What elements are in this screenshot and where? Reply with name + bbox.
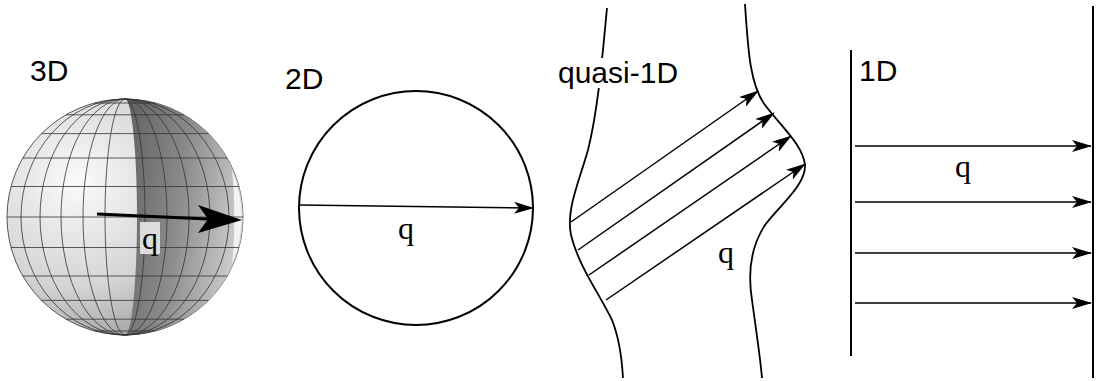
- parallel: [42, 300, 209, 301]
- dimension-label: 2D: [285, 64, 323, 94]
- sphere-body: [7, 99, 243, 335]
- parallel: [11, 247, 239, 248]
- vector-arrow: [97, 214, 208, 219]
- vector-label: q: [718, 236, 734, 268]
- sphere: [7, 99, 243, 335]
- sphere-grid: [7, 99, 243, 335]
- vector-arrow: [571, 91, 758, 222]
- vector-arrow: [589, 136, 791, 275]
- arrowhead: [198, 205, 242, 233]
- vector-arrow: [855, 302, 1091, 304]
- vector-label: q: [955, 150, 971, 182]
- vector-label: q: [398, 212, 414, 244]
- parallel: [11, 186, 239, 187]
- dimension-label: 1D: [859, 56, 897, 86]
- circle: [299, 91, 533, 325]
- parallel: [42, 133, 209, 134]
- dimension-label: 3D: [30, 56, 68, 86]
- vector-arrow: [606, 164, 805, 300]
- vector-arrow: [299, 205, 533, 208]
- vector-label: q: [140, 222, 160, 254]
- parallel: [95, 103, 156, 104]
- boundary-line: [850, 50, 852, 356]
- vector-arrow: [855, 252, 1091, 254]
- parallel: [95, 331, 156, 332]
- parallel: [66, 114, 184, 115]
- boundary-curve: [745, 4, 805, 378]
- vector-arrow: [855, 145, 1091, 147]
- circle-figure: [299, 91, 533, 325]
- one-d-figure: [851, 6, 1093, 378]
- vector-arrow: [855, 201, 1091, 203]
- dimension-label: quasi-1D: [556, 58, 680, 88]
- boundary-line: [1092, 6, 1094, 378]
- vector-arrow: [578, 113, 774, 250]
- parallel: [23, 158, 227, 159]
- parallel: [23, 276, 227, 277]
- parallel: [66, 319, 184, 320]
